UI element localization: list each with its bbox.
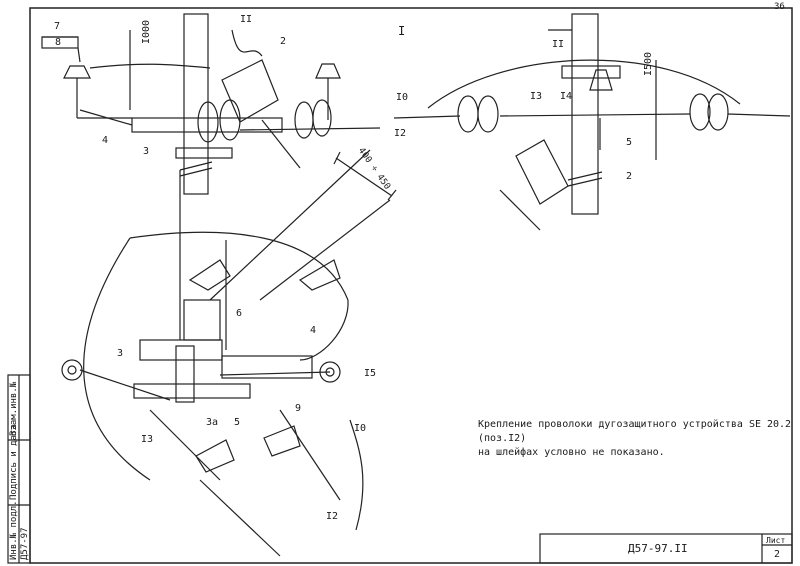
callout-7: 7	[54, 21, 61, 32]
callout-8: 8	[55, 37, 62, 48]
view-2-top	[393, 13, 791, 231]
stamp-vzam: Взам.инв.№	[9, 381, 19, 436]
doc-code: Д57-97.II	[628, 542, 688, 555]
dim-1500: I500	[643, 51, 654, 76]
dim-1000: I000	[141, 19, 152, 44]
view-2-label-a: II	[240, 14, 253, 25]
callout-4-plan: 4	[310, 325, 317, 336]
plan-view	[61, 149, 397, 557]
stamp-code: Д57-97	[20, 527, 30, 560]
stamp-inv-podl: Инв.№ подл.	[9, 500, 19, 560]
callout-10-plan: I0	[354, 423, 367, 434]
callout-12-top: I2	[394, 128, 407, 139]
callout-6: 6	[236, 308, 243, 319]
sheet-number: 2	[774, 549, 781, 560]
note-line-2: на шлейфах условно не показано.	[478, 447, 665, 458]
callout-3a: 3а	[206, 417, 219, 428]
callout-4-top: 4	[102, 135, 109, 146]
callout-15: I5	[364, 368, 377, 379]
callout-12-plan: I2	[326, 511, 339, 522]
callout-2-top: 2	[280, 36, 287, 47]
callout-14: I4	[560, 91, 573, 102]
callout-2-right: 2	[626, 171, 633, 182]
callout-3-plan: 3	[117, 348, 124, 359]
note-code: SE 20.2 (поз.I2)	[478, 419, 792, 444]
callout-5-top: 5	[626, 137, 633, 148]
view-1-title: I	[398, 24, 406, 38]
title-block	[539, 533, 793, 564]
drawing-note: Крепление проволоки дугозащитного устрой…	[478, 418, 798, 460]
callout-13-top: I3	[530, 91, 543, 102]
sheet-frame	[29, 7, 793, 564]
view-2-label-b: II	[552, 39, 565, 50]
callout-9: 9	[295, 403, 302, 414]
view-1-top	[41, 13, 381, 195]
callout-13-plan: I3	[141, 434, 154, 445]
note-line-1: Крепление проволоки дугозащитного устрой…	[478, 419, 743, 430]
callout-3-top: 3	[143, 146, 150, 157]
page-number: 36	[774, 2, 785, 12]
callout-5-plan: 5	[234, 417, 241, 428]
callout-10-top: I0	[396, 92, 409, 103]
sheet-label: Лист	[766, 536, 786, 545]
